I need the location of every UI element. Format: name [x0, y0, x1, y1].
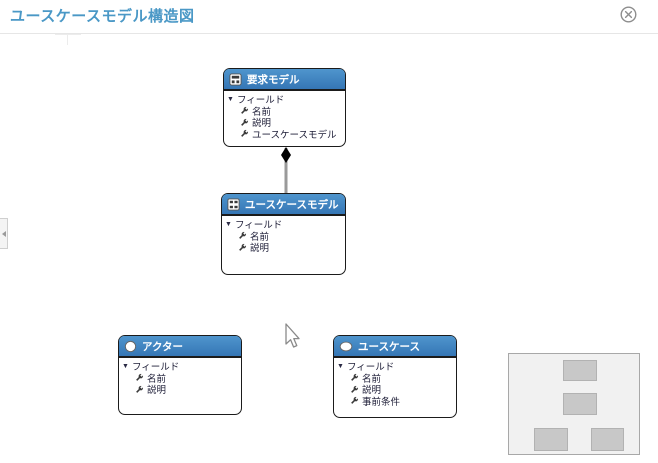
canvas-guide-mark	[55, 34, 81, 35]
node-title: アクター	[142, 340, 184, 353]
field-group-toggle[interactable]: ▼ フィールド	[227, 93, 341, 106]
field-group-toggle[interactable]: ▼ フィールド	[122, 360, 237, 373]
node-header[interactable]: 要求モデル	[224, 69, 345, 91]
field-item[interactable]: 説明	[337, 384, 452, 396]
node-usecase[interactable]: ユースケース ▼ フィールド 名前 説明 事前条件	[333, 335, 457, 418]
wrench-icon	[238, 243, 247, 252]
node-actor[interactable]: アクター ▼ フィールド 名前 説明	[118, 335, 242, 415]
composition-edge[interactable]	[277, 146, 295, 196]
node-title: ユースケース	[358, 340, 420, 353]
collapse-arrow-icon	[1, 230, 6, 237]
diagram-icon	[227, 197, 240, 211]
field-group-toggle[interactable]: ▼ フィールド	[225, 218, 341, 231]
field-item[interactable]: 事前条件	[337, 395, 452, 408]
triangle-down-icon: ▼	[225, 220, 232, 228]
node-title: 要求モデル	[247, 73, 300, 86]
field-item[interactable]: 説明	[225, 242, 341, 254]
minimap-node-actor	[534, 428, 568, 451]
field-item[interactable]: 名前	[227, 105, 341, 118]
minimap-panel[interactable]	[508, 353, 640, 455]
node-header[interactable]: アクター	[119, 336, 241, 358]
field-label: 名前	[252, 106, 272, 118]
wrench-icon	[240, 118, 249, 127]
triangle-down-icon: ▼	[227, 95, 234, 103]
field-label: 説明	[250, 243, 270, 255]
field-item[interactable]: 名前	[337, 372, 452, 385]
model-icon	[229, 72, 242, 86]
node-requirement-model[interactable]: 要求モデル ▼ フィールド 名前 説明 ユースケースモデル	[223, 68, 346, 147]
field-label: 名前	[250, 231, 270, 243]
field-group-label: フィールド	[236, 95, 285, 106]
field-item[interactable]: 名前	[225, 230, 341, 243]
triangle-down-icon: ▼	[337, 362, 344, 370]
field-label: 名前	[362, 373, 382, 385]
minimap-node-usecase	[591, 428, 624, 451]
node-body: ▼ フィールド 名前 説明 ユースケースモデル	[224, 91, 345, 142]
field-label: 事前条件	[362, 396, 401, 408]
canvas-guide-mark	[67, 34, 68, 45]
minimap-node-requirement-model	[563, 360, 597, 381]
field-group-label: フィールド	[234, 220, 283, 231]
sidebar-expand-handle[interactable]	[0, 218, 8, 249]
close-icon[interactable]	[620, 6, 637, 23]
node-usecase-model[interactable]: ユースケースモデル ▼ フィールド 名前 説明	[221, 193, 346, 275]
wrench-icon	[135, 385, 144, 394]
field-group-label: フィールド	[346, 362, 395, 373]
wrench-icon	[238, 231, 247, 240]
field-label: 名前	[147, 373, 167, 385]
node-body: ▼ フィールド 名前 説明	[222, 216, 345, 255]
minimap-node-usecase-model	[563, 393, 597, 415]
field-label: 説明	[147, 385, 167, 397]
node-title: ユースケースモデル	[245, 198, 339, 211]
field-label: ユースケースモデル	[252, 129, 337, 141]
wrench-icon	[350, 396, 359, 405]
page-title: ユースケースモデル構造図	[10, 8, 195, 25]
wrench-icon	[350, 373, 359, 382]
wrench-icon	[240, 106, 249, 115]
field-group-toggle[interactable]: ▼ フィールド	[337, 360, 452, 373]
field-label: 説明	[252, 118, 272, 130]
actor-circle-icon	[124, 340, 137, 353]
triangle-down-icon: ▼	[122, 362, 129, 370]
mouse-pointer-icon	[283, 323, 301, 356]
field-item[interactable]: ユースケースモデル	[227, 128, 341, 141]
wrench-icon	[240, 129, 249, 138]
header-separator	[0, 33, 658, 34]
field-item[interactable]: 説明	[227, 117, 341, 129]
field-group-label: フィールド	[131, 362, 180, 373]
node-body: ▼ フィールド 名前 説明 事前条件	[334, 358, 456, 409]
node-header[interactable]: ユースケース	[334, 336, 456, 358]
filled-diamond-icon	[281, 147, 291, 163]
node-header[interactable]: ユースケースモデル	[222, 194, 345, 216]
wrench-icon	[350, 385, 359, 394]
wrench-icon	[135, 373, 144, 382]
field-item[interactable]: 名前	[122, 372, 237, 385]
node-body: ▼ フィールド 名前 説明	[119, 358, 241, 397]
usecase-ellipse-icon	[339, 340, 353, 353]
field-item[interactable]: 説明	[122, 384, 237, 396]
field-label: 説明	[362, 385, 382, 397]
